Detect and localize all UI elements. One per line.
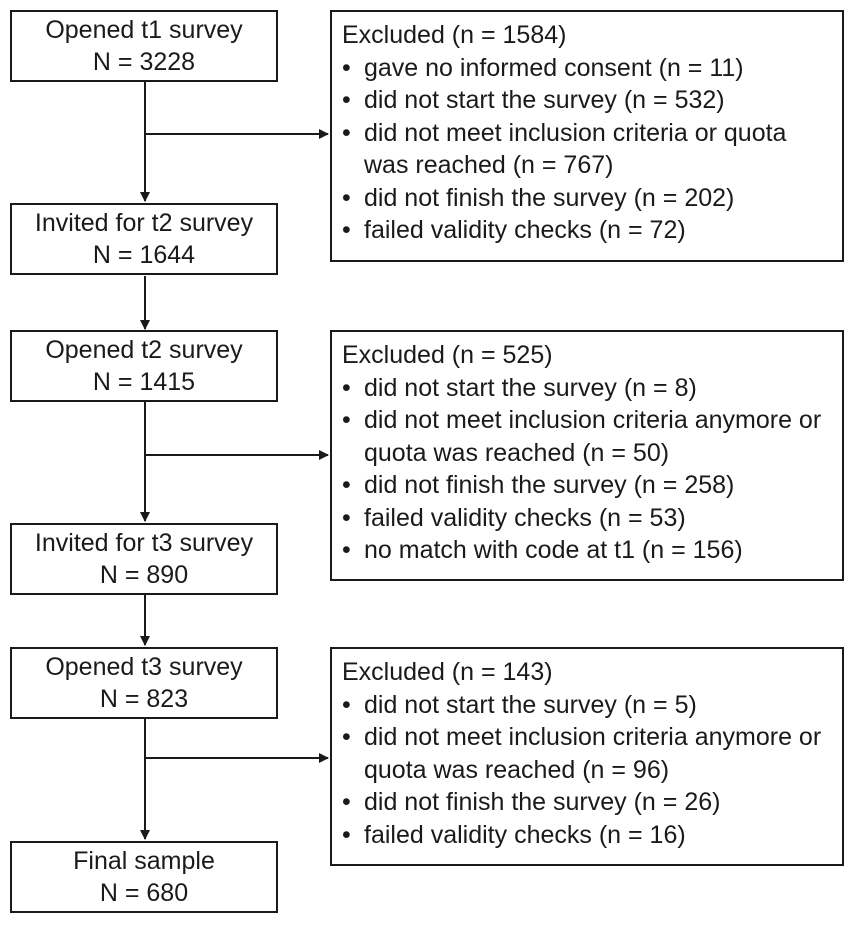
bullet-icon: • [342, 373, 351, 402]
stage-opened-t1: Opened t1 survey N = 3228 [10, 10, 278, 82]
excluded-item: • failed validity checks (n = 72) [342, 214, 834, 247]
bullet-icon: • [342, 471, 351, 499]
stage-label: Invited for t2 survey [34, 209, 254, 237]
bullet-icon: • [342, 118, 351, 147]
excluded-item-text: did not finish the survey (n = 202) [364, 183, 735, 212]
excluded-item: • did not meet inclusion criteria anymore… [342, 404, 834, 469]
bullet-icon: • [342, 183, 351, 212]
stage-invited-t2: Invited for t2 survey N = 1644 [10, 203, 278, 275]
excluded-item: • did not finish the survey (n = 258) [342, 469, 834, 502]
bullet-icon: • [342, 503, 351, 532]
excluded-item-text: did not meet inclusion criteria or quota… [364, 118, 787, 180]
excluded-item: • did not finish the survey (n = 202) [342, 182, 834, 215]
excluded-item: • failed validity checks (n = 53) [342, 502, 834, 535]
stage-label: Final sample [73, 847, 215, 875]
excluded-item: • did not start the survey (n = 5) [342, 689, 834, 722]
bullet-icon: • [342, 788, 351, 816]
excluded-title: Excluded (n = 525) [342, 341, 553, 369]
stage-invited-t3: Invited for t3 survey N = 890 [10, 523, 278, 595]
excluded-item-text: did not start the survey (n = 5) [364, 690, 697, 719]
stage-count: N = 3228 [92, 48, 196, 76]
stage-label: Opened t2 survey [45, 336, 243, 364]
excluded-item-text: failed validity checks (n = 16) [364, 820, 686, 849]
stage-count: N = 680 [99, 879, 189, 907]
excluded-item: • no match with code at t1 (n = 156) [342, 534, 834, 567]
bullet-icon: • [342, 723, 351, 751]
stage-label: Opened t1 survey [45, 16, 243, 44]
excluded-item-text: gave no informed consent (n = 11) [364, 53, 744, 82]
excluded-item: • gave no informed consent (n = 11) [342, 52, 834, 85]
excluded-item-text: did not finish the survey (n = 258) [364, 471, 735, 499]
bullet-icon: • [342, 406, 351, 434]
excluded-box-2: Excluded (n = 525) • did not start the su… [330, 330, 844, 581]
excluded-list: • did not start the survey (n = 5) • did n… [342, 689, 834, 852]
bullet-icon: • [342, 216, 351, 244]
stage-label: Invited for t3 survey [34, 529, 254, 557]
excluded-item-text: did not start the survey (n = 532) [364, 86, 725, 114]
stage-count: N = 1644 [92, 241, 196, 269]
stage-final-sample: Final sample N = 680 [10, 841, 278, 913]
stage-opened-t3: Opened t3 survey N = 823 [10, 647, 278, 719]
bullet-icon: • [342, 86, 351, 114]
excluded-title: Excluded (n = 1584) [342, 21, 567, 49]
excluded-box-3: Excluded (n = 143) • did not start the su… [330, 647, 844, 866]
excluded-list: • gave no informed consent (n = 11) • did … [342, 52, 834, 247]
excluded-item: • did not start the survey (n = 532) [342, 84, 834, 117]
excluded-item-text: did not meet inclusion criteria anymore … [364, 406, 822, 467]
excluded-list: • did not start the survey (n = 8) • did n… [342, 372, 834, 567]
excluded-item: • did not meet inclusion criteria anymore… [342, 721, 834, 786]
excluded-item-text: failed validity checks (n = 72) [364, 216, 686, 244]
excluded-item-text: failed validity checks (n = 53) [364, 503, 686, 532]
stage-count: N = 1415 [92, 368, 196, 396]
stage-count: N = 890 [99, 561, 189, 589]
excluded-item: • did not meet inclusion criteria or quot… [342, 117, 834, 182]
excluded-title: Excluded (n = 143) [342, 658, 553, 686]
excluded-item-text: did not start the survey (n = 8) [364, 373, 697, 402]
excluded-item: • failed validity checks (n = 16) [342, 819, 834, 852]
stage-count: N = 823 [99, 685, 189, 713]
stage-label: Opened t3 survey [45, 653, 243, 681]
bullet-icon: • [342, 690, 351, 719]
excluded-item-text: did not meet inclusion criteria anymore … [364, 723, 822, 784]
excluded-item: • did not finish the survey (n = 26) [342, 786, 834, 819]
excluded-item-text: did not finish the survey (n = 26) [364, 788, 721, 816]
excluded-item: • did not start the survey (n = 8) [342, 372, 834, 405]
bullet-icon: • [342, 536, 351, 564]
excluded-item-text: no match with code at t1 (n = 156) [364, 536, 743, 564]
bullet-icon: • [342, 820, 351, 849]
bullet-icon: • [342, 53, 351, 82]
excluded-box-1: Excluded (n = 1584) • gave no informed co… [330, 10, 844, 262]
stage-opened-t2: Opened t2 survey N = 1415 [10, 330, 278, 402]
